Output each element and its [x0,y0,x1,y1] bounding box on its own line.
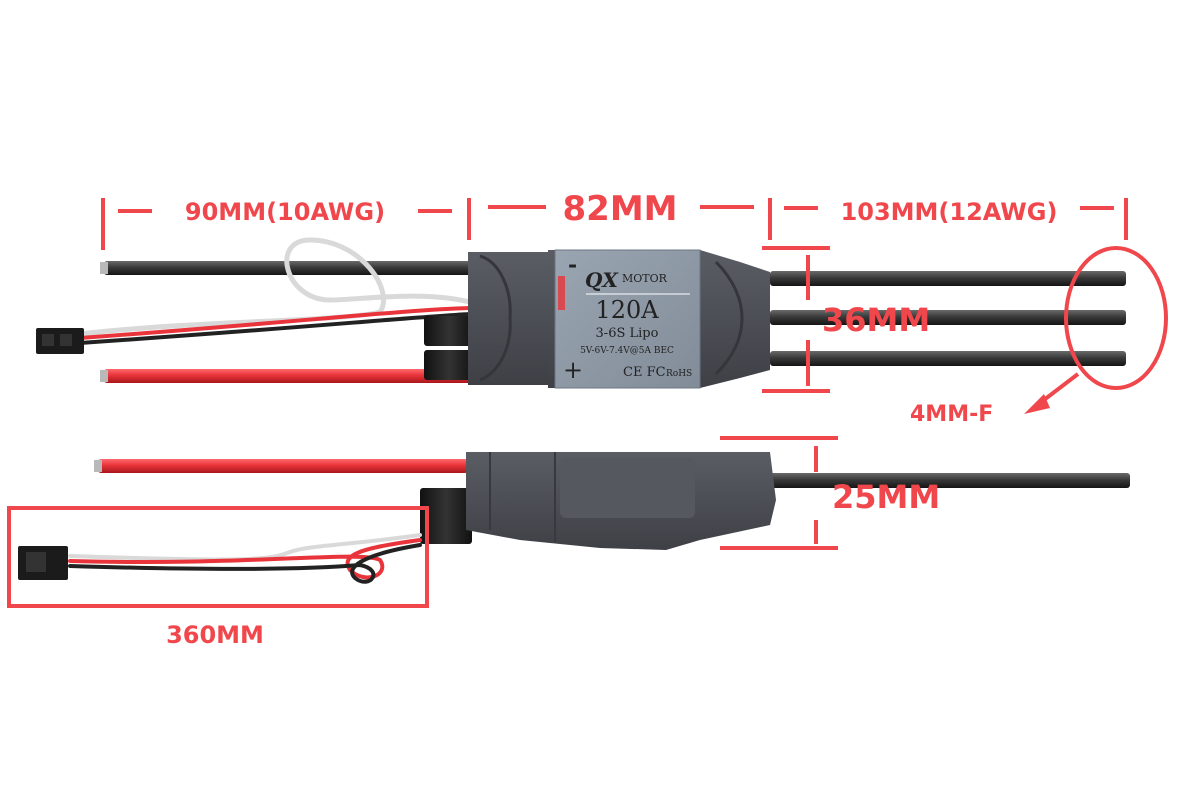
label-brand-motor: MOTOR [622,272,668,285]
servo-connector-side [18,546,68,580]
capacitor-side [420,488,472,544]
label-plus-sign: + [563,356,583,384]
motor-wire-2 [770,310,1126,325]
signal-cable-side [68,533,422,584]
dim-input-wire-label: 90MM(10AWG) [185,198,385,226]
side-positive-wire [98,459,468,473]
esc-label: - QX MOTOR 120A 3-6S Lipo 5V-6V-7.4V@5A … [554,249,701,389]
dim-connector-label: 4MM-F [910,402,993,427]
dim-body-height-label: 25MM [832,478,940,516]
battery-negative-wire-tip [100,262,108,274]
capacitors-top [424,316,474,380]
esc-top-view: - QX MOTOR 120A 3-6S Lipo 5V-6V-7.4V@5A … [36,237,1126,389]
label-rating: 120A [595,296,659,324]
label-side-stripe [558,276,565,310]
side-motor-wire [770,473,1130,488]
battery-positive-wire [104,369,474,383]
esc-side-view [18,452,1130,584]
label-bec: 5V-6V-7.4V@5A BEC [580,346,674,356]
signal-cable-box [7,506,429,608]
motor-wire-3 [770,351,1126,366]
connector-highlight-circle [1064,246,1168,390]
label-brand-qx: QX [585,268,619,292]
servo-connector-top [36,328,84,354]
battery-positive-wire-tip [100,370,108,382]
label-cells: 3-6S Lipo [596,326,659,341]
label-certs: CE FC [623,365,666,380]
signal-cable-top [77,237,473,345]
label-minus-sign: - [568,252,577,278]
dim-output-wire-label: 103MM(12AWG) [841,198,1058,226]
dim-signal-cable-label: 360MM [166,621,264,649]
motor-wires [770,271,1126,366]
dimension-annotations [7,198,1168,608]
side-positive-wire-tip [94,460,102,472]
motor-wire-1 [770,271,1126,286]
dim-body-width-label: 36MM [822,301,930,339]
label-rohs: RoHS [666,369,692,379]
dim-body-length-label: 82MM [563,189,678,229]
